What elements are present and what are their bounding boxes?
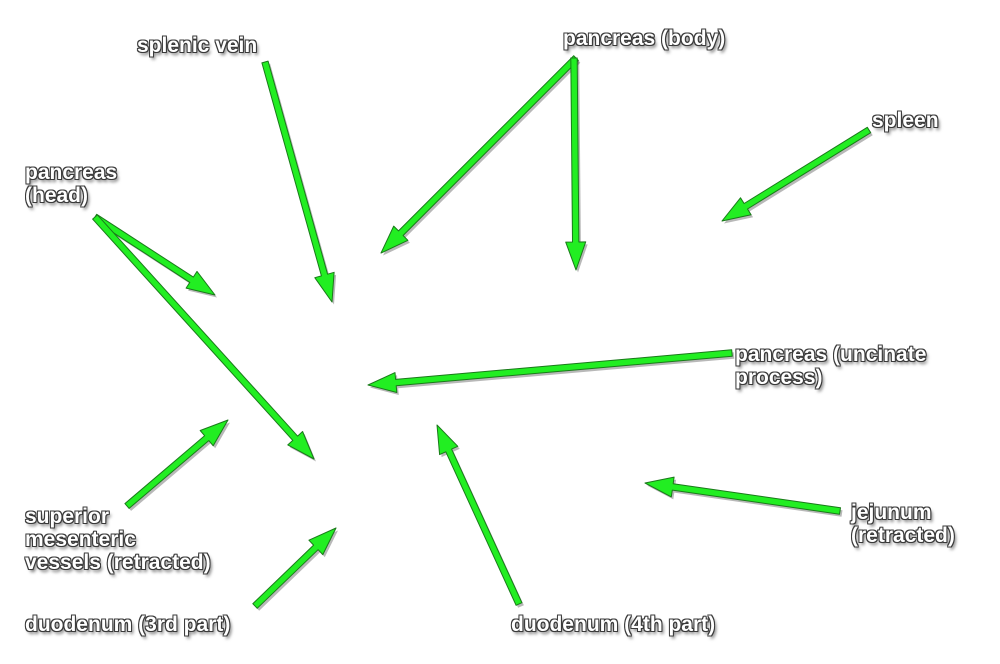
label-pancreas-uncinate-process: pancreas (uncinate process) <box>735 343 927 389</box>
arrow-pancreas-body-left-shape <box>380 55 579 254</box>
arrow-pancreas-uncinate-shape <box>367 349 733 393</box>
arrow-superior-mesenteric-shape <box>124 419 229 509</box>
arrow-pancreas-body-down-shape <box>565 57 587 271</box>
arrow-duodenum-3rd-shape <box>252 527 337 609</box>
arrow-spleen <box>721 126 873 224</box>
arrow-pancreas-head-lower <box>92 214 316 462</box>
arrow-jejunum <box>644 476 843 517</box>
arrow-splenic-vein <box>261 60 337 305</box>
label-pancreas-head: pancreas (head) <box>25 161 118 207</box>
arrow-pancreas-head-upper <box>92 213 217 298</box>
label-superior-mesenteric-vessels: superior mesenteric vessels (retracted) <box>25 505 211 574</box>
arrow-duodenum-4th <box>436 424 524 608</box>
arrow-pancreas-uncinate <box>367 349 735 395</box>
label-duodenum-3rd-part: duodenum (3rd part) <box>25 613 231 636</box>
label-splenic-vein: splenic vein <box>137 34 258 57</box>
arrow-pancreas-head-upper-shape <box>92 213 216 296</box>
label-spleen: spleen <box>872 109 939 132</box>
arrow-pancreas-body-down <box>565 57 588 273</box>
arrow-duodenum-4th-shape <box>436 424 523 606</box>
arrow-jejunum-shape <box>644 476 841 515</box>
arrow-pancreas-body-left <box>380 55 581 256</box>
arrow-splenic-vein-shape <box>261 60 335 303</box>
arrow-pancreas-head-lower-shape <box>92 214 315 460</box>
arrow-spleen-shape <box>721 126 872 222</box>
label-jejunum: jejunum (retracted) <box>851 501 955 547</box>
label-duodenum-4th-part: duodenum (4th part) <box>511 613 716 636</box>
arrow-superior-mesenteric <box>124 419 230 511</box>
label-pancreas-body: pancreas (body) <box>563 27 726 50</box>
arrow-duodenum-3rd <box>252 527 338 611</box>
